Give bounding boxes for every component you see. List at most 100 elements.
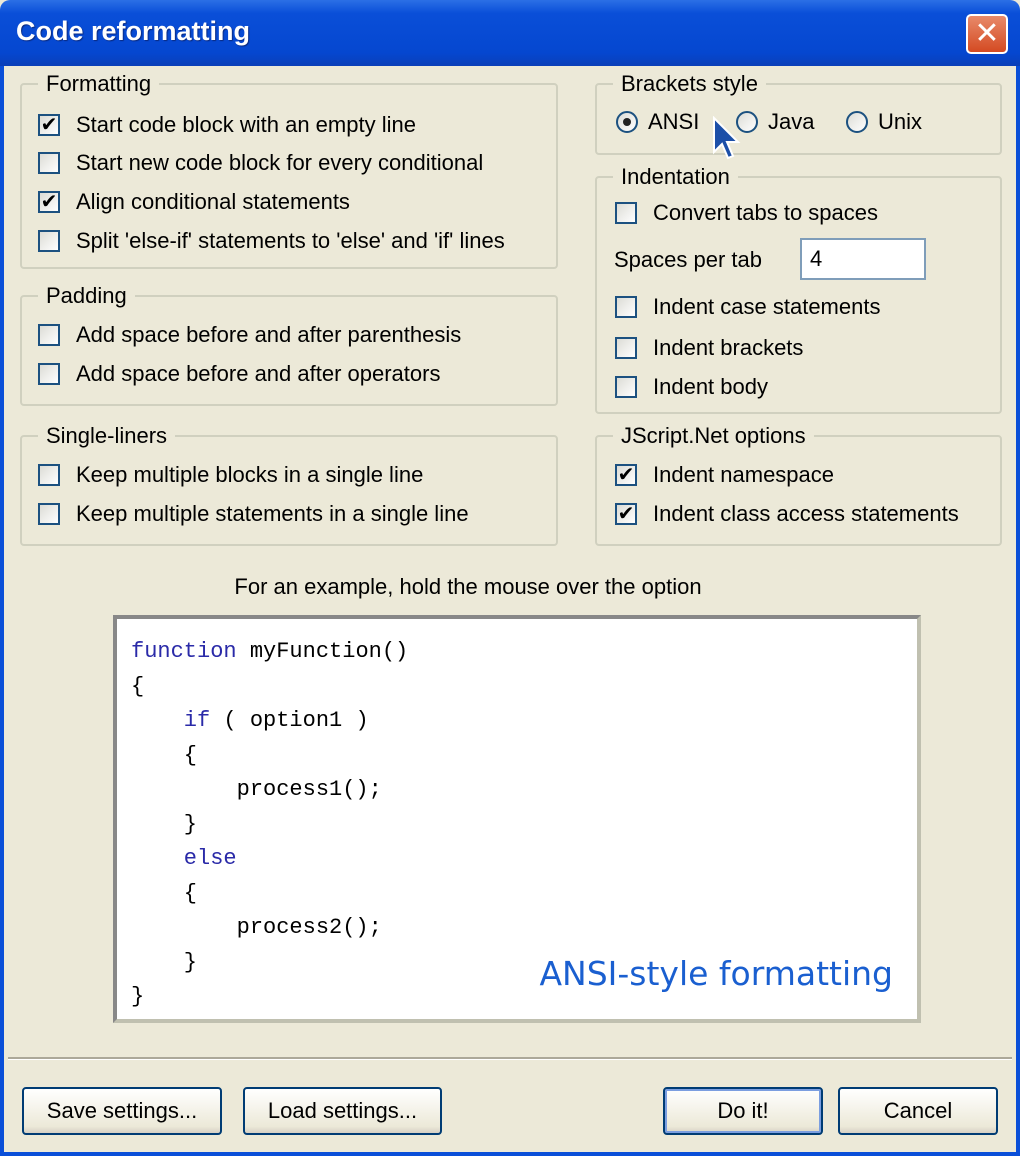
code-example-preview: function myFunction(){ if ( option1 ) { … (113, 615, 921, 1023)
code-text: { (131, 673, 145, 699)
convert-tabs-checkbox[interactable]: Convert tabs to spaces (615, 200, 878, 226)
padding-group: Padding (20, 283, 558, 406)
single-liner-option-checkbox[interactable]: Keep multiple blocks in a single line (38, 462, 423, 488)
code-line: } (131, 810, 903, 845)
code-line: process1(); (131, 775, 903, 810)
indentation-option-checkbox[interactable]: Indent case statements (615, 294, 880, 320)
group-legend: Padding (38, 283, 135, 309)
code-keyword: if (131, 708, 211, 733)
checkbox-checked-icon[interactable]: ✔ (615, 464, 637, 486)
code-line: } (131, 948, 903, 983)
code-line: function myFunction() (131, 637, 903, 672)
checkbox-checked-icon[interactable]: ✔ (38, 191, 60, 213)
code-text: myFunction() (236, 639, 409, 664)
jscript-option-checkbox[interactable]: ✔ Indent class access statements (615, 501, 959, 527)
checkbox-checked-icon[interactable]: ✔ (38, 114, 60, 136)
formatting-option-checkbox[interactable]: Start new code block for every condition… (38, 150, 483, 176)
checkbox-label: Start new code block for every condition… (76, 150, 484, 175)
checkbox-label: Indent namespace (653, 462, 835, 487)
code-line: { (131, 672, 903, 707)
code-text: } (131, 984, 145, 1009)
radio-label: Unix (878, 109, 923, 134)
checkbox-label: Add space before and after operators (76, 361, 441, 386)
checkbox-icon[interactable] (38, 363, 60, 385)
window-frame (0, 66, 1020, 1156)
checkbox-label: Indent brackets (653, 335, 804, 360)
single-liners-group: Single-liners (20, 423, 558, 546)
checkbox-label: Keep multiple statements in a single lin… (76, 501, 469, 526)
load-settings-button[interactable]: Load settings... (243, 1087, 442, 1135)
checkbox-icon[interactable] (615, 337, 637, 359)
code-keyword: else (131, 846, 237, 871)
save-settings-button[interactable]: Save settings... (22, 1087, 222, 1135)
checkbox-label: Indent class access statements (653, 501, 959, 526)
checkbox-label: Keep multiple blocks in a single line (76, 462, 424, 487)
indentation-option-checkbox[interactable]: Indent body (615, 374, 768, 400)
group-legend: Formatting (38, 71, 160, 97)
window-title: Code reformatting (16, 16, 251, 46)
radio-label: Java (768, 109, 815, 134)
checkbox-icon[interactable] (38, 503, 60, 525)
mouse-cursor-icon (713, 116, 741, 160)
group-legend: JScript.Net options (613, 423, 814, 449)
formatting-option-checkbox[interactable]: ✔ Start code block with an empty line (38, 112, 416, 138)
code-text: } (131, 811, 198, 837)
formatting-option-checkbox[interactable]: Split 'else-if' statements to 'else' and… (38, 228, 505, 254)
checkbox-label: Add space before and after parenthesis (76, 322, 462, 347)
brackets-radio-ansi[interactable]: ANSI (616, 109, 699, 135)
checkbox-icon[interactable] (38, 230, 60, 252)
code-text: process1(); (131, 777, 382, 802)
code-text: { (131, 880, 198, 906)
code-line: { (131, 879, 903, 914)
code-text: process2(); (131, 915, 382, 940)
checkbox-label: Start code block with an empty line (76, 112, 416, 137)
checkbox-checked-icon[interactable]: ✔ (615, 503, 637, 525)
code-keyword: function (131, 639, 237, 664)
brackets-style-group: Brackets style (595, 71, 1002, 155)
brackets-radio-java[interactable]: Java (736, 109, 814, 135)
cancel-button[interactable]: Cancel (838, 1087, 998, 1135)
radio-icon[interactable] (846, 111, 868, 133)
checkbox-label: Indent body (653, 374, 768, 399)
jscript-options-group: JScript.Net options (595, 423, 1002, 546)
code-text: } (131, 949, 198, 975)
radio-label: ANSI (648, 109, 700, 134)
radio-icon[interactable] (616, 111, 638, 133)
formatting-group: Formatting (20, 71, 558, 269)
jscript-option-checkbox[interactable]: ✔ Indent namespace (615, 462, 834, 488)
do-it-button[interactable]: Do it! (663, 1087, 823, 1135)
brackets-radio-unix[interactable]: Unix (846, 109, 922, 135)
code-line: } (131, 982, 903, 1017)
checkbox-label: Align conditional statements (76, 189, 350, 214)
example-caption: ANSI-style formatting (539, 954, 893, 993)
group-legend: Single-liners (38, 423, 176, 449)
checkbox-icon[interactable] (38, 152, 60, 174)
divider (8, 1057, 1012, 1060)
spaces-per-tab-label: Spaces per tab (614, 247, 762, 272)
checkbox-icon[interactable] (615, 202, 637, 224)
checkbox-label: Indent case statements (653, 294, 881, 319)
code-text: ( option1 ) (210, 708, 369, 733)
radio-icon[interactable] (736, 111, 758, 133)
code-line: { (131, 741, 903, 776)
checkbox-icon[interactable] (615, 296, 637, 318)
spaces-per-tab-input[interactable]: 4 (800, 238, 926, 280)
indentation-option-checkbox[interactable]: Indent brackets (615, 335, 803, 361)
code-text: { (131, 742, 198, 768)
checkbox-icon[interactable] (615, 376, 637, 398)
example-hint: For an example, hold the mouse over the … (234, 574, 702, 599)
title-bar[interactable]: Code reformatting ✕ (0, 0, 1020, 66)
single-liner-option-checkbox[interactable]: Keep multiple statements in a single lin… (38, 501, 469, 527)
group-legend: Brackets style (613, 71, 766, 97)
checkbox-icon[interactable] (38, 464, 60, 486)
code-line: process2(); (131, 913, 903, 948)
formatting-option-checkbox[interactable]: ✔ Align conditional statements (38, 189, 350, 215)
checkbox-icon[interactable] (38, 324, 60, 346)
close-icon[interactable]: ✕ (966, 14, 1008, 54)
code-line: else (131, 844, 903, 879)
padding-option-checkbox[interactable]: Add space before and after parenthesis (38, 322, 461, 348)
padding-option-checkbox[interactable]: Add space before and after operators (38, 361, 440, 387)
checkbox-label: Split 'else-if' statements to 'else' and… (76, 228, 505, 253)
code-line: if ( option1 ) (131, 706, 903, 741)
indentation-group: Indentation (595, 164, 1002, 414)
